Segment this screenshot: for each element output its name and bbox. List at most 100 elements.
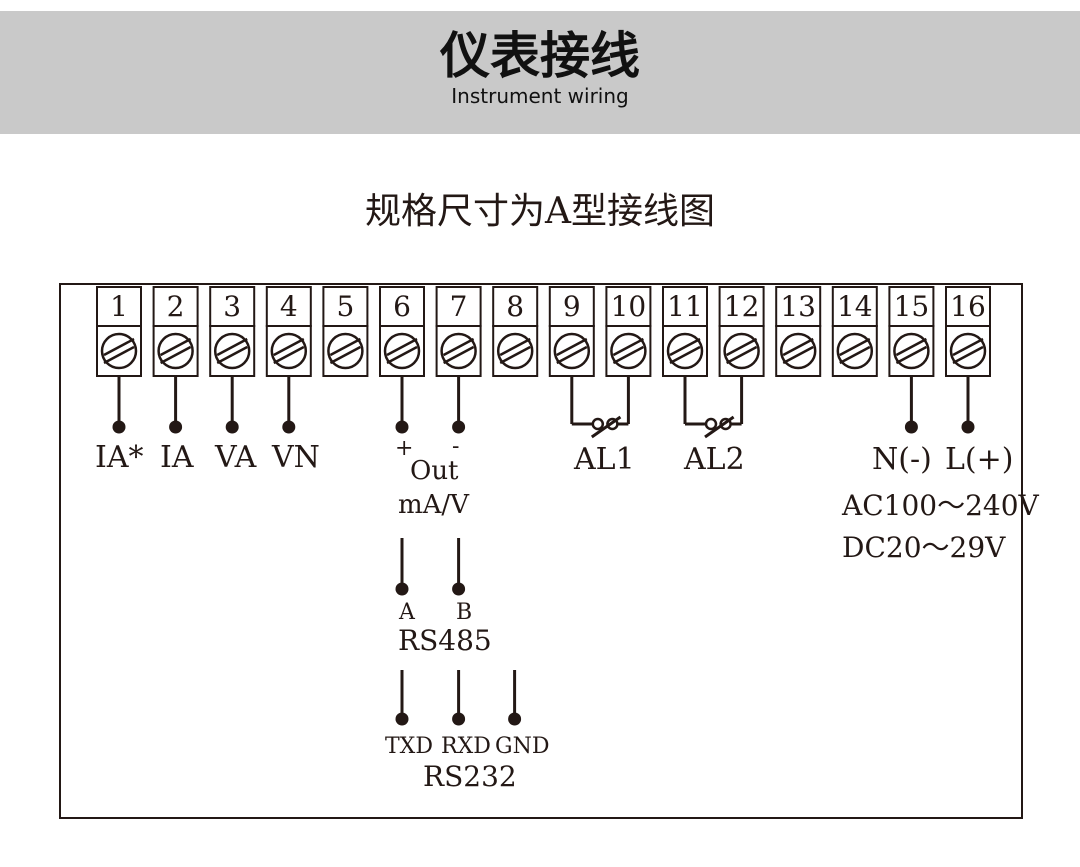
terminal-number-6: 6: [393, 290, 411, 323]
screw-slot: [895, 337, 927, 357]
screw-icon: [779, 332, 817, 370]
screw-slot: [499, 345, 531, 365]
screw-icon: [949, 332, 987, 370]
terminal-screw-box: [322, 325, 369, 377]
screw-slot: [669, 345, 701, 365]
screw-slot: [386, 345, 418, 365]
terminal-screw-box: [831, 325, 878, 377]
screw-icon: [157, 332, 194, 370]
label-out-minus: -: [452, 434, 460, 459]
screw-icon: [327, 332, 364, 370]
wires: [112, 376, 975, 726]
screw-icon: [270, 332, 308, 370]
page-subtitle-en: Instrument wiring: [451, 84, 629, 108]
relay-al2-switch-blade: [704, 415, 735, 439]
wire-dot-terminal-4: [282, 420, 296, 434]
diagram-title: 规格尺寸为A型接线图: [365, 191, 715, 232]
dot-rs232-gnd: [508, 712, 522, 726]
screw-slot: [839, 345, 871, 365]
page-title: 仪表接线: [440, 27, 640, 85]
label-ia-star: IA*: [95, 440, 144, 475]
terminal-number-7: 7: [449, 290, 468, 323]
screw-slot: [556, 337, 588, 357]
screw-slot: [329, 345, 361, 365]
screw-slot: [895, 345, 927, 365]
dot-rs485-a: [395, 582, 409, 596]
label-out-plus: +: [395, 436, 414, 461]
screw-slot: [160, 337, 192, 357]
screw-slot: [443, 337, 475, 357]
terminal-number-14: 14: [836, 290, 873, 323]
terminal-number-2: 2: [166, 290, 185, 323]
screw-slot: [273, 345, 305, 365]
screw-icon: [610, 332, 647, 370]
screw-slot: [612, 337, 644, 357]
wire-dot-terminal-15: [904, 420, 918, 434]
screw-slot: [216, 337, 248, 357]
label-rs485: RS485: [398, 624, 492, 657]
screw-slot: [160, 345, 192, 365]
screw-slot: [386, 337, 418, 357]
screw-slot: [216, 345, 248, 365]
terminal-number-4: 4: [279, 290, 298, 323]
terminal-number-13: 13: [780, 290, 816, 323]
screw-slot: [782, 345, 814, 365]
screw-icon: [100, 332, 138, 370]
wire-dot-terminal-1: [112, 420, 126, 434]
wire-dot-terminal-7: [452, 420, 466, 434]
wire-dot-terminal-16: [961, 420, 975, 434]
label-ac-range: AC100～240V: [842, 489, 1039, 522]
terminal-number-11: 11: [667, 290, 703, 323]
wire-dot-terminal-6: [395, 420, 409, 434]
relay-al2-contact-a: [704, 417, 718, 431]
screw-icon: [836, 332, 874, 370]
dot-rs232-txd: [395, 712, 409, 726]
terminal-screw-box: [775, 325, 822, 377]
terminal-number-15: 15: [893, 290, 930, 323]
screw-slot: [669, 337, 701, 357]
screw-slot: [952, 337, 984, 357]
label-vn: VN: [272, 440, 320, 475]
screw-slot: [329, 337, 361, 357]
label-ia: IA: [160, 440, 194, 475]
label-al1: AL1: [574, 442, 635, 477]
screw-slot: [499, 337, 531, 357]
terminal-number-5: 5: [336, 290, 355, 323]
screw-slot: [103, 337, 135, 357]
screw-slot: [556, 345, 588, 365]
label-n: N(-): [872, 442, 932, 477]
screw-slot: [612, 345, 644, 365]
screw-slot: [726, 345, 758, 365]
terminal-number-9: 9: [562, 290, 581, 323]
screw-icon: [553, 332, 591, 370]
label-al2: AL2: [684, 442, 745, 477]
terminal-number-8: 8: [506, 290, 525, 323]
screw-slot: [782, 337, 814, 357]
dot-rs232-rxd: [452, 712, 466, 726]
terminal-screw-box: [492, 325, 539, 377]
label-dc-range: DC20～29V: [842, 531, 1006, 564]
terminal-number-3: 3: [223, 290, 242, 323]
screw-icon: [723, 332, 760, 370]
header-banner: [0, 11, 1080, 134]
terminal-number-12: 12: [723, 290, 760, 323]
screw-slot: [443, 345, 475, 365]
label-rs232: RS232: [423, 760, 517, 793]
label-out-unit: mA/V: [398, 490, 469, 520]
terminal-number-16: 16: [950, 290, 986, 323]
screw-slot: [103, 345, 135, 365]
screw-icon: [383, 332, 421, 370]
label-rs485-b: B: [456, 600, 473, 625]
label-l: L(+): [945, 442, 1014, 477]
relay-al1-switch-blade: [590, 415, 622, 439]
screw-icon: [496, 332, 534, 370]
terminal-number-10: 10: [610, 290, 647, 323]
screw-slot: [273, 337, 305, 357]
relay-al1-contact-a: [591, 417, 605, 431]
wire-dot-terminal-3: [225, 420, 239, 434]
terminal-block: [96, 286, 991, 377]
label-txd: TXD: [385, 734, 433, 759]
label-gnd: GND: [495, 734, 550, 759]
screw-icon: [893, 332, 930, 370]
